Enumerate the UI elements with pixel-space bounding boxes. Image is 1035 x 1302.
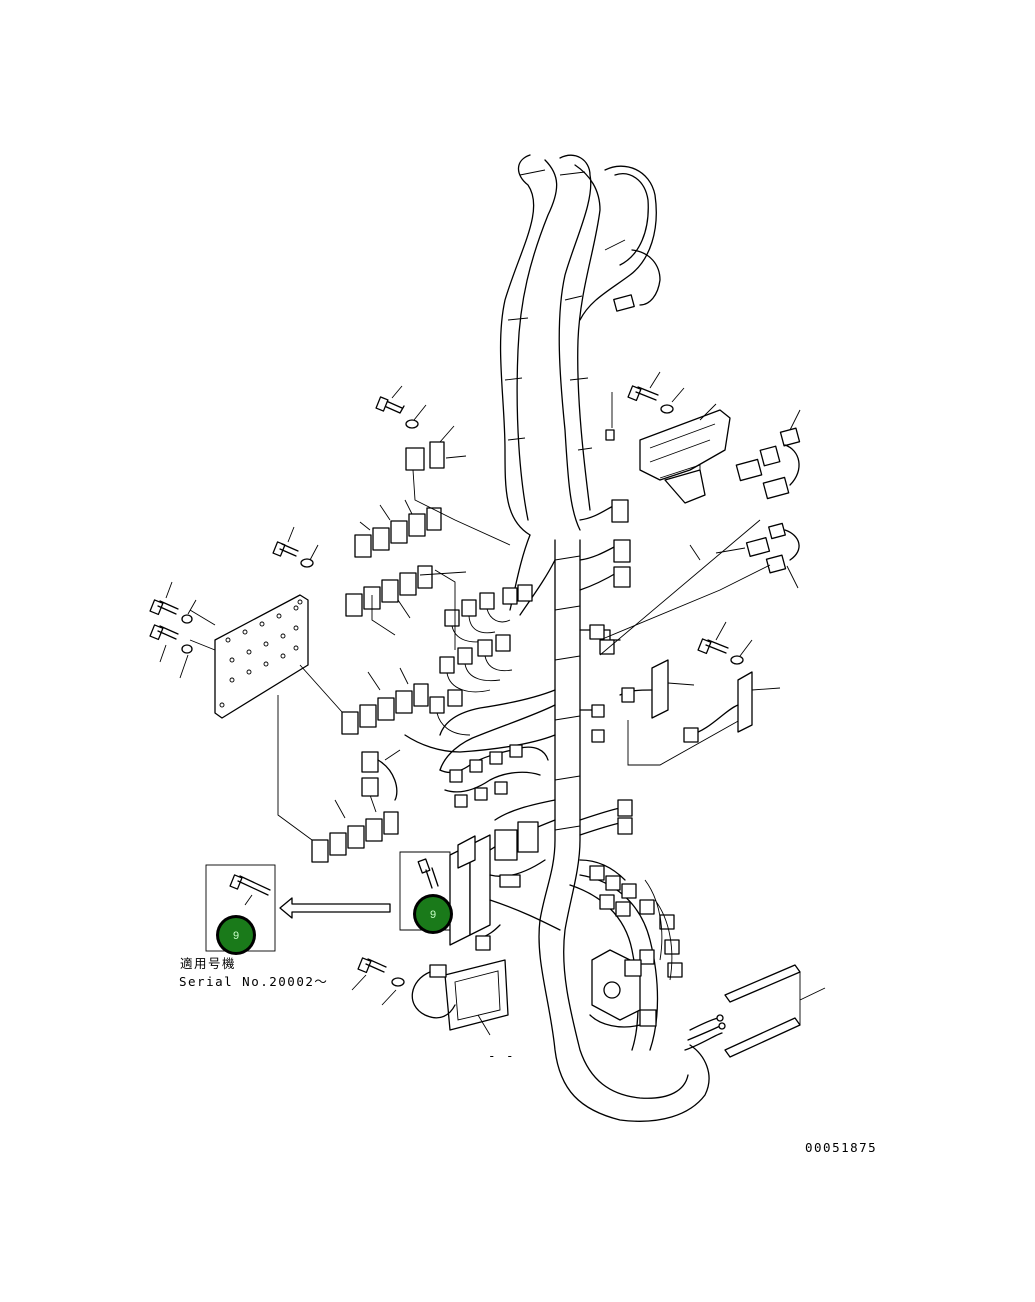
detail-frame-right — [399, 851, 451, 931]
main-harness-trunk — [499, 154, 661, 536]
center-relay-connector-group — [429, 584, 533, 736]
callout-hotspot-detail[interactable]: 9 — [216, 915, 256, 955]
serial-number-label: Serial No.20002～ — [179, 974, 328, 989]
bottom-cover-assembly — [351, 924, 509, 1036]
callout-hotspot-label: 9 — [430, 909, 436, 921]
plate-bolts — [149, 581, 197, 679]
right-guide-lines — [599, 519, 771, 766]
relay-strip-middle — [345, 565, 467, 619]
bottom-center-bracket — [589, 949, 657, 1028]
applicability-label: 適用号機 — [180, 956, 236, 971]
bolt-washer-mid — [272, 526, 319, 568]
callout-hotspot-label: 9 — [233, 930, 239, 942]
detail-arrow — [279, 897, 391, 919]
upper-right-bracket-group — [605, 371, 731, 504]
right-branch-connectors — [579, 499, 683, 981]
lower-right-bars — [684, 964, 826, 1058]
terminal-plate — [214, 594, 309, 719]
fuse-holder-bracket — [449, 821, 561, 946]
mid-small-connectors — [361, 744, 549, 808]
drawing-number: 00051875 — [805, 1140, 877, 1155]
right-clamp-brackets — [619, 621, 781, 743]
relay-strip-bottom — [311, 794, 399, 863]
relay-strip-upper — [354, 499, 442, 558]
assembly-guide-lines — [189, 469, 511, 841]
callout-hotspot-part[interactable]: 9 — [413, 894, 453, 934]
bottom-mark: - - — [488, 1048, 515, 1063]
right-connector-pairs — [715, 409, 801, 589]
upper-left-relay-group — [375, 385, 467, 471]
relay-strip-lower — [341, 667, 429, 735]
